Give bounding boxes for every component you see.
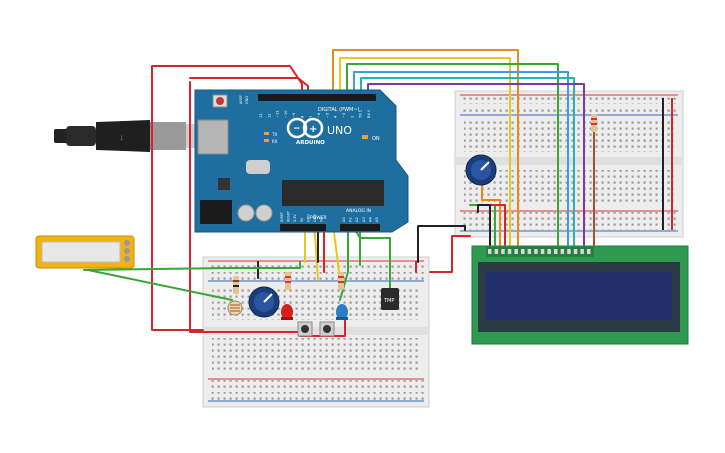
arduino-uno: − + ARDUINO UNO DIGITAL (PWM~) ON TX RX …	[194, 89, 409, 233]
right-components	[465, 114, 597, 186]
ldr-module	[35, 235, 135, 269]
power-header	[280, 224, 326, 231]
pin-label: ~5	[325, 113, 329, 118]
wire-green-ldr	[83, 267, 231, 271]
power-label: POWER	[310, 215, 327, 221]
pin-label: ~10	[284, 110, 288, 118]
wire-red-inner	[189, 81, 301, 333]
lcd-pin	[547, 249, 551, 254]
wire-yellow	[339, 57, 511, 246]
wire-green	[346, 63, 559, 246]
usb-port	[197, 119, 229, 155]
lcd-pin	[521, 249, 525, 254]
pin-label: IOREF	[280, 212, 284, 222]
pin-label: 4	[334, 115, 338, 118]
aref-label: AREF	[239, 95, 243, 104]
wire-red-bridge	[429, 235, 471, 273]
pin-label: A1	[349, 217, 353, 222]
capacitor-2	[255, 204, 273, 222]
lcd-pin	[580, 249, 584, 254]
wire-orange-pot	[481, 171, 501, 246]
lcd-display	[471, 245, 689, 345]
pin-label: ~11	[276, 110, 280, 118]
lcd-pin	[507, 249, 512, 254]
lcd-pin	[567, 249, 571, 254]
analog-label: ANALOG IN	[346, 208, 371, 214]
lcd-pin	[587, 249, 591, 254]
lcd-pin	[554, 249, 558, 254]
lcd-pin	[534, 249, 538, 254]
led-red	[281, 304, 293, 320]
arduino-brand-text: ARDUINO	[296, 140, 325, 146]
wire-orange	[332, 49, 519, 246]
left-components: TMP	[227, 272, 399, 337]
pin-label: 3.3V	[293, 214, 297, 222]
rx-label: RX	[272, 139, 278, 144]
arduino-model-text: UNO	[327, 124, 352, 137]
pin-label: 2	[350, 116, 354, 118]
capacitor-1	[237, 204, 255, 222]
pin-label: GND	[313, 214, 317, 222]
power-jack	[200, 200, 232, 224]
temperature-sensor	[381, 288, 399, 310]
pin-label: A5	[375, 217, 379, 222]
pin-label: TX 1	[359, 110, 363, 119]
lcd-pin	[573, 249, 578, 254]
temperature-sensor-label: TMP	[383, 298, 394, 304]
lcd-pin	[560, 249, 565, 254]
pin-label: A0	[342, 217, 346, 222]
wire-black-bridge	[417, 225, 466, 263]
tx-label: TX	[271, 132, 277, 137]
crystal	[246, 160, 270, 174]
pin-label: 12	[267, 113, 271, 118]
usb-icon: ⭭	[120, 134, 123, 144]
wire-black-pot	[477, 204, 491, 246]
svg-text:+: +	[309, 124, 317, 135]
pin-label: 5V	[300, 217, 304, 222]
arduino-logo: − +	[286, 117, 324, 139]
lcd-pin	[540, 249, 545, 254]
lcd-pin	[488, 249, 492, 254]
pin-label: ~6	[317, 112, 321, 118]
pin-label: GND	[306, 214, 310, 222]
pin-label: RESET	[287, 210, 291, 222]
led-blue	[336, 304, 348, 320]
svg-text:−: −	[293, 124, 301, 134]
pin-label: ~3	[342, 113, 346, 118]
wire-blue	[353, 71, 569, 246]
lcd-pin	[514, 249, 518, 254]
usb-plug	[150, 122, 186, 150]
wire-red-left-loop	[151, 65, 303, 331]
pin-label: A3	[362, 217, 366, 222]
analog-header	[340, 224, 380, 231]
atmega-chip	[282, 180, 384, 206]
lcd-pins	[488, 249, 591, 254]
pin-label: 13	[259, 113, 263, 118]
wire-green-a0	[339, 227, 349, 301]
lcd-pin	[494, 249, 499, 254]
pin-label: A2	[355, 217, 359, 222]
lcd-pin	[501, 249, 505, 254]
wire-red-pot	[487, 204, 506, 246]
on-led-label: ON	[372, 136, 380, 142]
pin-label: ~9	[292, 112, 296, 118]
wire-green-a1	[353, 227, 391, 291]
lcd-screen	[486, 272, 672, 320]
pin-label: Vin	[320, 217, 324, 222]
lcd-pin	[527, 249, 532, 254]
pin-label: 7	[309, 116, 313, 118]
pin-label: RX 0	[367, 109, 371, 118]
wire-teal	[360, 77, 575, 246]
digital-header	[258, 94, 376, 101]
pin-label: 8	[301, 115, 305, 118]
digital-label: DIGITAL (PWM~)	[318, 107, 360, 113]
pin-label: A4	[368, 217, 372, 222]
digital-pin-labels: 13 12 ~11 ~10 ~9 8 7 ~6 ~5 4 ~3 2 TX 1 RX 0	[259, 109, 371, 119]
gnd-label: GND	[245, 96, 249, 104]
